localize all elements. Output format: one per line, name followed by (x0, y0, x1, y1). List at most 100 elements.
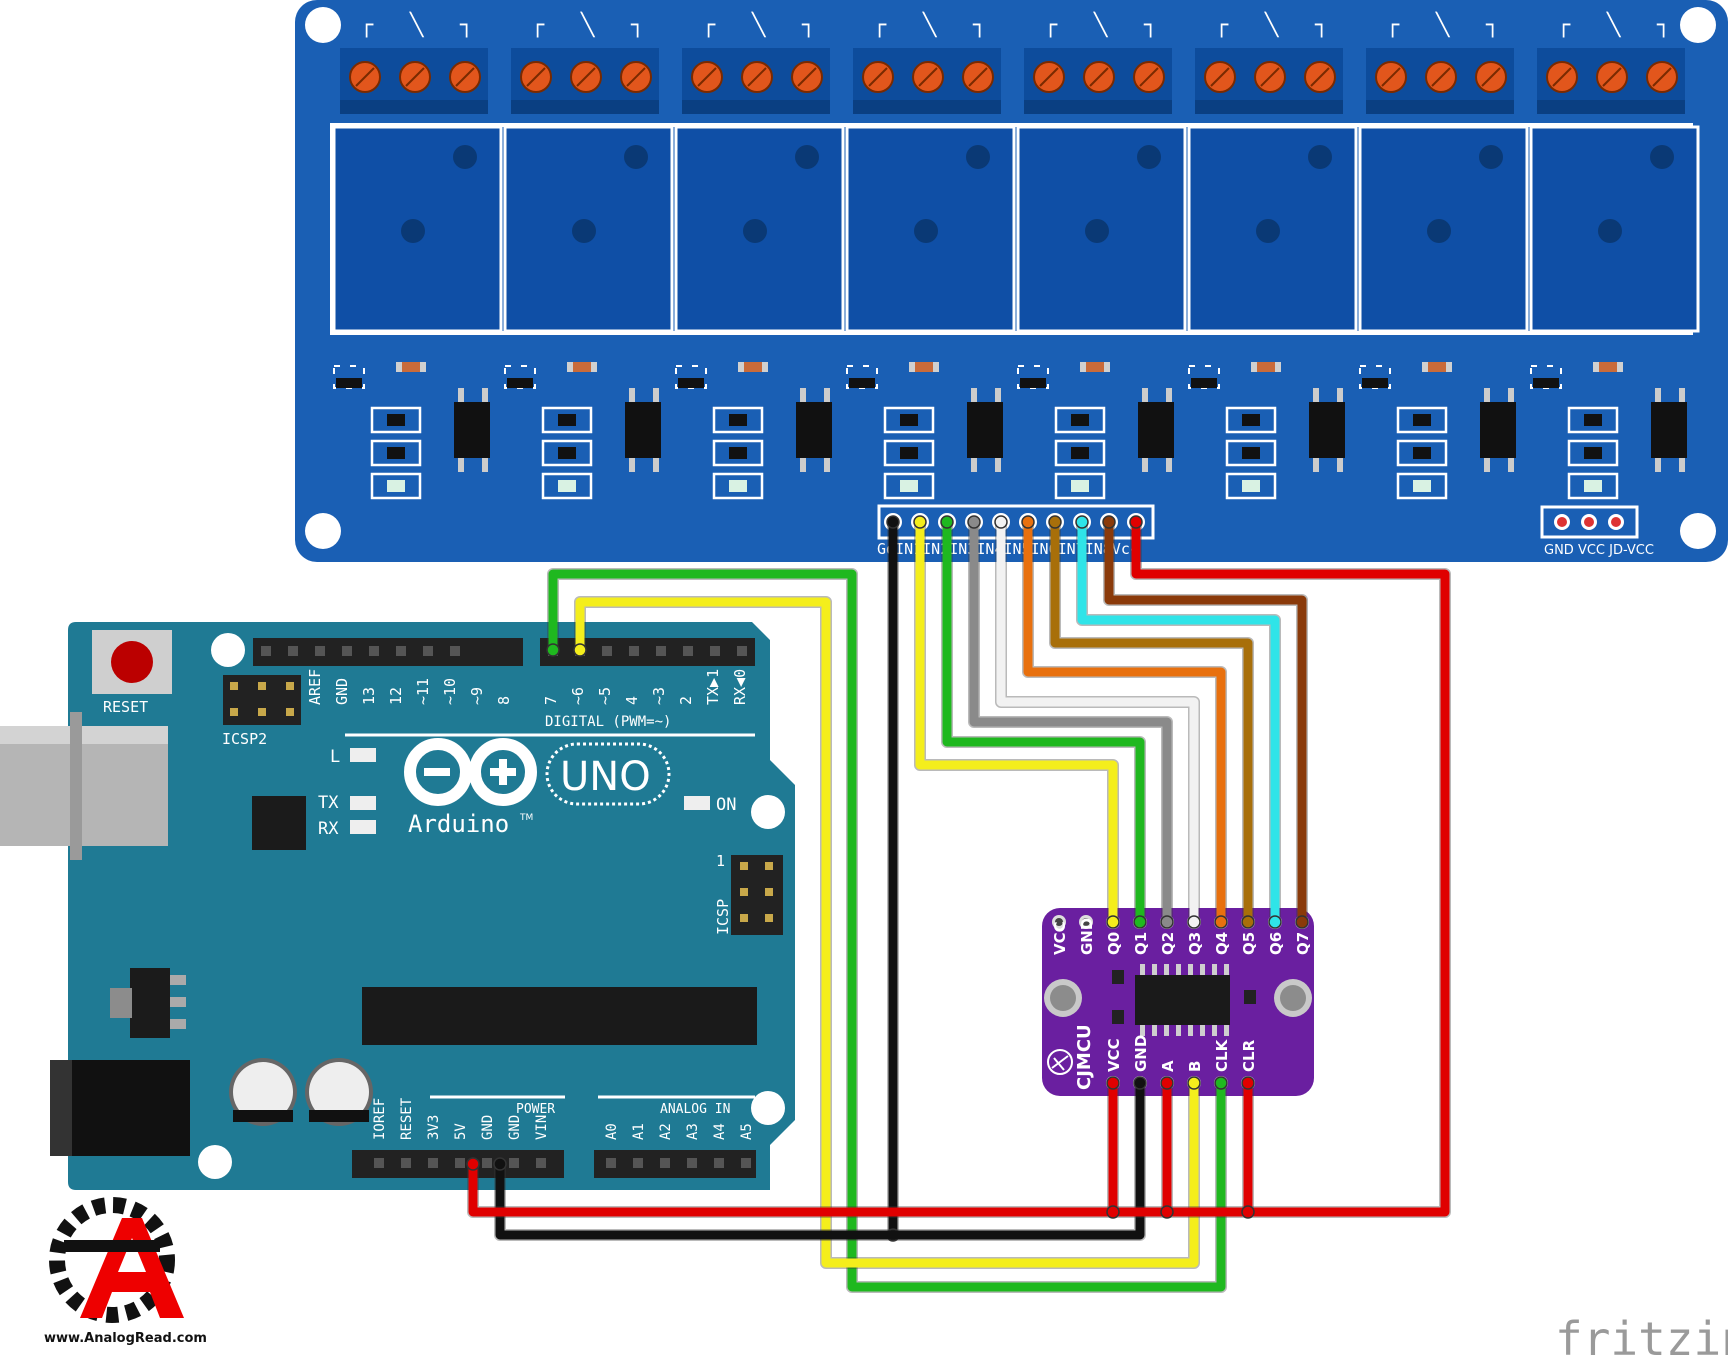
arduino-model: UNO (560, 754, 651, 800)
mounting-hole (751, 1091, 785, 1125)
relay-body (1016, 125, 1187, 333)
capacitor (305, 1058, 373, 1126)
terminal-symbol: ╲ (1093, 11, 1109, 38)
wire-orange-in5-q4 (1021, 515, 1228, 929)
analog-pin: A2 (658, 1123, 674, 1168)
analog-pin: A3 (685, 1123, 701, 1168)
smd-components (504, 362, 661, 500)
digital-pin-label: TX▶1 (704, 669, 722, 705)
relay-channel: ┌╲┐ (332, 11, 503, 500)
digital-pin: ~9 (423, 646, 486, 705)
wire-red-a (1160, 1076, 1174, 1219)
mounting-hole (1680, 513, 1716, 549)
shift-top-pin-label: Q5 (1240, 932, 1258, 955)
relay-module: ┌╲┐┌╲┐┌╲┐┌╲┐┌╲┐┌╲┐┌╲┐┌╲┐ GdIN1IN2IN3IN4I… (295, 0, 1728, 562)
analogread-logo: www.AnalogRead.com (20, 1197, 210, 1349)
terminal-screw (1425, 61, 1457, 93)
shift-bottom-pin-label: B (1186, 1061, 1204, 1072)
relay-input-header (877, 504, 1155, 540)
led-on (684, 796, 710, 810)
icsp-label: ICSP (714, 899, 732, 935)
wire-gray-in3-q2 (967, 515, 1174, 929)
shift-top-pin-label: Q1 (1132, 932, 1150, 955)
relay-body (332, 125, 503, 333)
power-pin: 3V3 (426, 1115, 442, 1168)
digital-label: DIGITAL (PWM=~) (545, 714, 671, 730)
terminal-symbol: ┐ (1485, 13, 1499, 38)
terminal-symbol: ┐ (1314, 13, 1328, 38)
relay-channel: ┌ ╲ ┐ (1358, 11, 1529, 500)
terminal-screw (1375, 61, 1407, 93)
led-rx-label: RX (318, 819, 339, 839)
power-pin-label: 3V3 (426, 1115, 442, 1140)
shift-top-pin-label: Q2 (1159, 932, 1177, 955)
analog-pin-label: A4 (712, 1123, 728, 1140)
wire-yellow-pin6-b (573, 596, 1201, 1269)
analog-pin-label: A2 (658, 1123, 674, 1140)
terminal-symbol: ┌ (1557, 13, 1571, 38)
digital-pin-label: ~11 (414, 678, 432, 705)
power-pin-label: GND (480, 1115, 496, 1140)
terminal-symbol: ┐ (1656, 13, 1670, 38)
terminal-screw (1254, 61, 1286, 93)
shift-top-pin: GND (1078, 915, 1096, 955)
power-pin: IOREF (372, 1098, 388, 1168)
cjmcu-logo-icon (1047, 1049, 1073, 1075)
wire-yellow-in1-q0 (913, 515, 1120, 929)
analog-pin-label: A1 (631, 1123, 647, 1140)
wire-red-5v (466, 515, 1451, 1218)
analog-pin: A0 (604, 1123, 620, 1168)
power-pin: RESET (399, 1097, 415, 1168)
usb-chip (252, 796, 306, 850)
relay-channel: ┌╲┐ (845, 11, 1016, 500)
analog-pin: A4 (712, 1123, 728, 1168)
relay-power-header (1540, 505, 1639, 539)
terminal-symbol: ┐ (972, 13, 986, 38)
terminal-screw (570, 61, 602, 93)
analog-header (594, 1150, 756, 1178)
shift-brand: CJMCU (1074, 1024, 1095, 1090)
digital-pin: 13 (315, 646, 378, 705)
terminal-screw (520, 61, 552, 93)
digital-pin-label: ~10 (441, 678, 459, 705)
power-pin-label: GND (507, 1115, 523, 1140)
power-pin: GND (507, 1115, 523, 1168)
terminal-symbol: ╲ (751, 11, 767, 38)
led-l-label: L (330, 747, 340, 767)
digital-pin-label: RX◀0 (731, 669, 749, 705)
terminal-symbol: ┌ (1044, 13, 1058, 38)
terminal-screw (1204, 61, 1236, 93)
ic-chip (1135, 975, 1230, 1025)
terminal-symbol: ╲ (409, 11, 425, 38)
led-tx-label: TX (318, 793, 339, 813)
digital-pin-label: GND (333, 678, 351, 705)
digital-pin-label: ~6 (569, 687, 587, 705)
digital-pin: 12 (342, 646, 405, 705)
wire-black-relay-gnd (886, 515, 900, 1242)
terminal-symbol: ┌ (1386, 13, 1400, 38)
analog-pin-label: A3 (685, 1123, 701, 1140)
terminal-symbol: ╲ (1264, 11, 1280, 38)
power-pin: VIN (534, 1115, 550, 1168)
digital-pin: ~3 (650, 646, 668, 705)
shift-top-pin-label: Q3 (1186, 932, 1204, 955)
relay-body (503, 125, 674, 333)
logo-url: www.AnalogRead.com (44, 1331, 207, 1346)
analog-label: ANALOG IN (660, 1102, 730, 1117)
relay-pin-labels: GdIN1IN2IN3IN4IN5IN6IN7IN8Vcc (877, 540, 1139, 558)
wire-brown-in8-q7 (1102, 515, 1309, 929)
arduino-tm: TM (519, 813, 533, 823)
smd-components (1188, 362, 1345, 500)
terminal-screw (912, 61, 944, 93)
shift-top-pin-label: GND (1078, 918, 1096, 955)
wire-green-pin7-clk (546, 568, 1228, 1293)
terminal-symbol: ╲ (922, 11, 938, 38)
shift-bottom-pin-label: CLR (1240, 1039, 1258, 1072)
smd-components (675, 362, 832, 500)
shift-top-pin-label: VCC (1051, 921, 1069, 955)
terminal-screw (862, 61, 894, 93)
usb-connector (0, 726, 168, 846)
terminal-symbol: ╲ (1435, 11, 1451, 38)
